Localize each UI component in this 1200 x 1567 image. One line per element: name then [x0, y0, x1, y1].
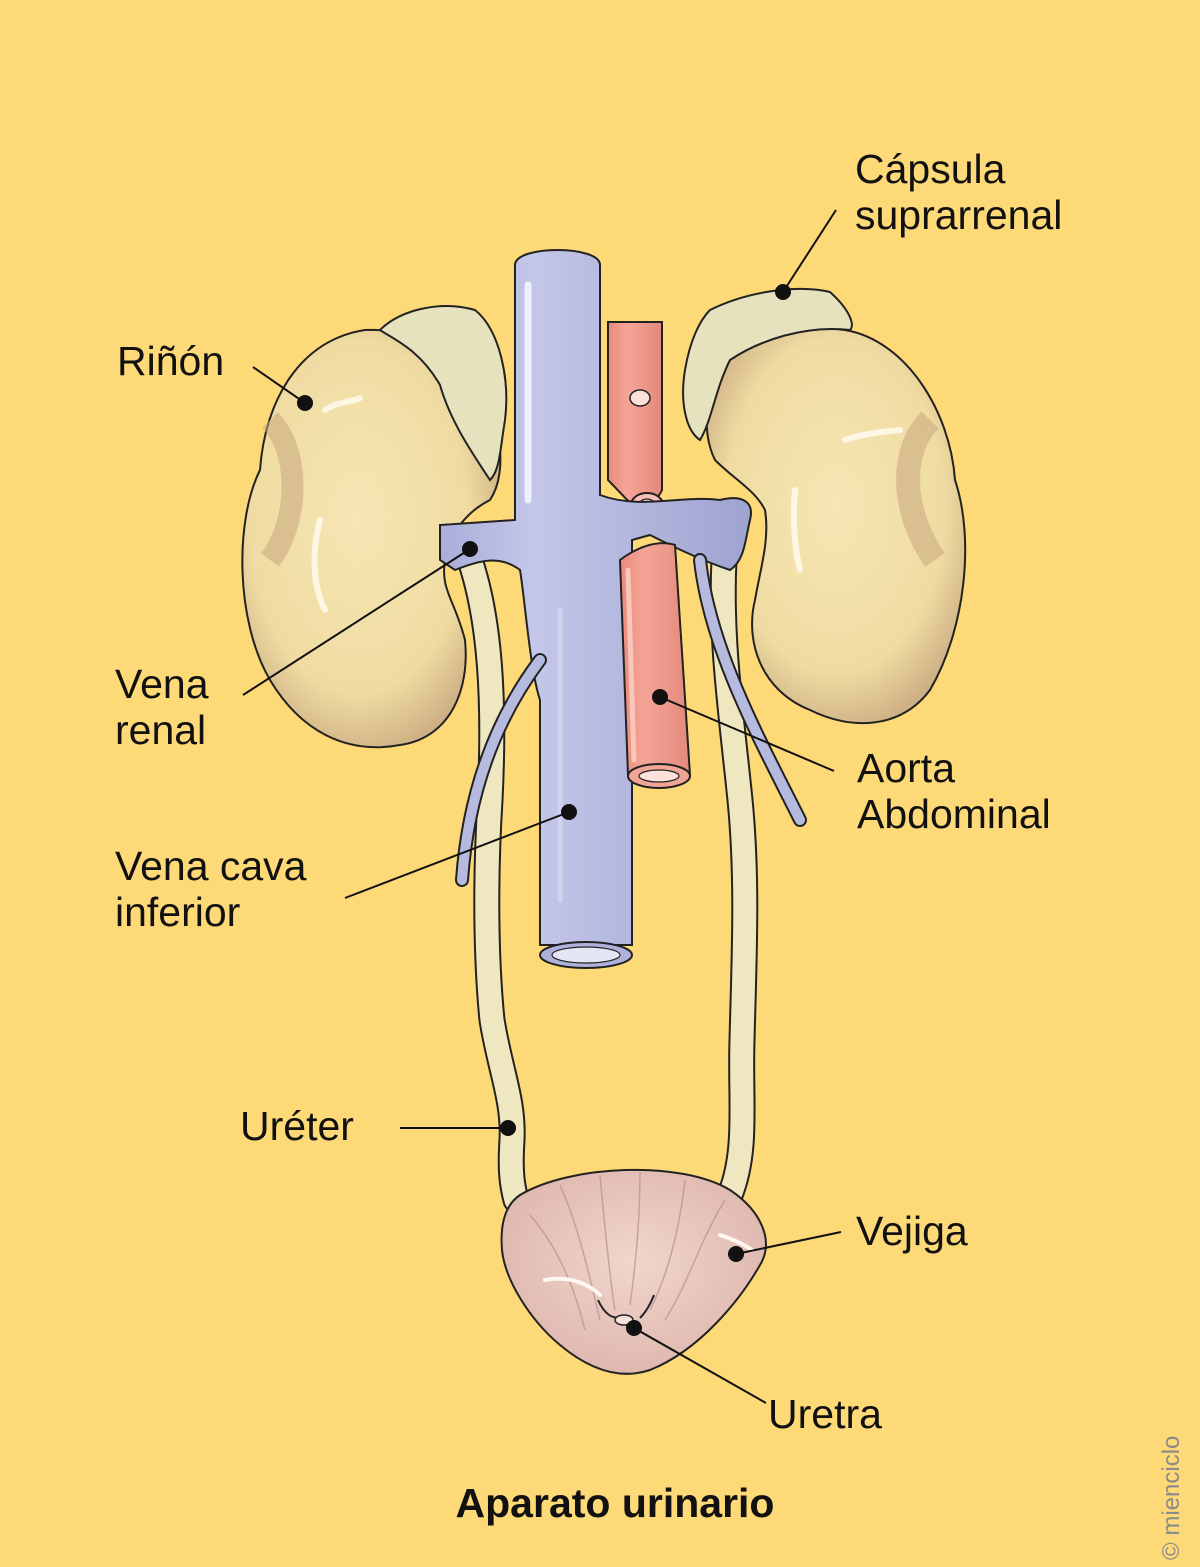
leader-dots: [297, 284, 791, 1336]
label-vena-cava-inferior: Vena cava inferior: [115, 843, 307, 935]
leader-vena-renal: [242, 548, 471, 696]
leader-vena-cava: [344, 811, 570, 899]
leader-capsula: [782, 209, 837, 293]
vena-cava: [439, 249, 807, 969]
leader-rinon: [252, 366, 306, 404]
copyright-credit: © mienciclo: [1158, 1435, 1185, 1560]
kidney-right: [705, 327, 967, 725]
ureter-left: [456, 546, 530, 1214]
label-vena-renal: Vena renal: [115, 661, 209, 753]
leader-uretra: [633, 1327, 767, 1404]
label-rinon: Riñón: [117, 338, 225, 384]
leader-vejiga: [735, 1231, 842, 1255]
label-uretra: Uretra: [768, 1391, 882, 1437]
label-ureter: Uréter: [240, 1103, 354, 1149]
adrenal-gland-left: [378, 305, 508, 482]
label-aorta-abdominal: Aorta Abdominal: [857, 745, 1051, 837]
label-vejiga: Vejiga: [856, 1208, 968, 1254]
label-capsula-suprarrenal: Cápsula suprarrenal: [855, 146, 1063, 238]
diagram-title: Aparato urinario: [455, 1480, 775, 1526]
adrenal-gland-right: [682, 288, 853, 442]
aorta-lower: [618, 542, 692, 789]
leader-aorta: [659, 696, 835, 772]
aorta-upper: [607, 321, 664, 518]
bladder: [500, 1168, 767, 1375]
leader-lines: [242, 209, 842, 1404]
